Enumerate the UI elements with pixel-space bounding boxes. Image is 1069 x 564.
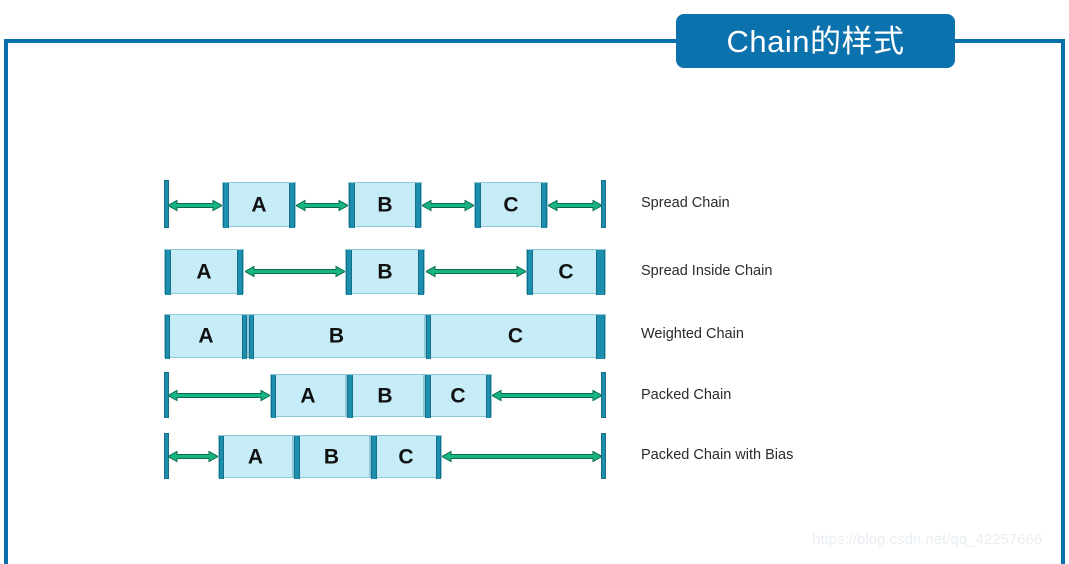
- row2-box-c-left-bar: [527, 250, 533, 295]
- row1-box-c-letter: C: [503, 193, 519, 216]
- row1-box-c: C: [474, 182, 548, 228]
- row2-box-a: A: [164, 249, 244, 295]
- row1-end-stop-right: [601, 180, 606, 228]
- row4-box-b-left-bar: [347, 375, 353, 418]
- row3-box-b-left-bar: [249, 315, 254, 359]
- row5-label: Packed Chain with Bias: [641, 447, 794, 463]
- row2-box-b-left-bar: [346, 250, 352, 295]
- row4-box-c-letter: C: [450, 384, 466, 407]
- row2-box-b: B: [345, 249, 425, 295]
- frame-left-border: [4, 39, 8, 564]
- row5-box-c-right-bar: [436, 436, 441, 479]
- row3-box-c: C: [425, 314, 606, 359]
- row5-box-c-left-bar: [371, 436, 377, 479]
- row1-arrow-4: [548, 199, 602, 212]
- row5-box-b-letter: B: [323, 445, 340, 468]
- row1-box-a-right-bar: [289, 183, 295, 228]
- row5-box-a-letter: A: [247, 445, 264, 468]
- row5-box-c: C: [370, 435, 442, 479]
- row1-box-a-letter: A: [251, 193, 267, 216]
- row1-box-b-left-bar: [349, 183, 355, 228]
- row4-box-a: A: [270, 374, 346, 418]
- slide-title-text: Chain的样式: [726, 23, 905, 59]
- row4-box-a-left-bar: [271, 375, 276, 418]
- row4-box-c-right-bar: [486, 375, 491, 418]
- row2-label: Spread Inside Chain: [641, 263, 773, 279]
- row1-box-b-letter: B: [377, 193, 393, 216]
- row1-end-stop-left: [164, 180, 169, 228]
- row2-box-a-left-bar: [165, 250, 171, 295]
- row3-box-c-right-bar: [596, 315, 605, 359]
- row5-box-c-letter: C: [398, 445, 414, 468]
- row3-box-b: B: [248, 314, 425, 359]
- row4-arrow-1: [168, 389, 270, 402]
- row5-box-a-left-bar: [219, 436, 224, 479]
- row3-box-a: A: [164, 314, 248, 359]
- row1-arrow-1: [168, 199, 222, 212]
- row3-box-c-left-bar: [426, 315, 431, 359]
- row4-box-c-left-bar: [425, 375, 431, 418]
- row3-label: Weighted Chain: [641, 326, 744, 342]
- row3-box-b-letter: B: [328, 324, 345, 348]
- row2-arrow-1: [245, 265, 345, 278]
- slide-title-box: Chain的样式: [676, 14, 955, 68]
- row5-box-b: B: [293, 435, 370, 479]
- row4-box-c: C: [424, 374, 492, 418]
- row2-box-a-letter: A: [196, 260, 212, 283]
- row3-box-a-letter: A: [198, 324, 214, 348]
- row2-box-a-right-bar: [237, 250, 243, 295]
- row3-box-a-left-bar: [165, 315, 170, 359]
- row4-box-a-letter: A: [300, 384, 316, 407]
- row3-box-a-right-bar: [242, 315, 247, 359]
- row2-box-b-letter: B: [377, 260, 393, 283]
- row2-arrow-2: [426, 265, 526, 278]
- row4-box-b-letter: B: [377, 384, 393, 407]
- row2-box-b-right-bar: [418, 250, 424, 295]
- row1-box-a-left-bar: [223, 183, 229, 228]
- row5-arrow-2: [442, 450, 602, 463]
- row1-box-b-right-bar: [415, 183, 421, 228]
- row1-arrow-2: [296, 199, 348, 212]
- row4-arrow-2: [492, 389, 602, 402]
- row4-label: Packed Chain: [641, 387, 732, 403]
- row1-box-b: B: [348, 182, 422, 228]
- frame-top-border: [4, 39, 1065, 43]
- row1-box-a: A: [222, 182, 296, 228]
- row5-box-b-left-bar: [294, 436, 300, 479]
- row5-arrow-1: [168, 450, 218, 463]
- row1-box-c-left-bar: [475, 183, 481, 228]
- watermark-text: https://blog.csdn.net/qq_42257666: [812, 531, 1043, 548]
- row3-box-c-letter: C: [507, 324, 524, 348]
- row1-arrow-3: [422, 199, 474, 212]
- row4-box-b: B: [346, 374, 424, 418]
- row1-label: Spread Chain: [641, 195, 730, 211]
- row1-box-c-right-bar: [541, 183, 547, 228]
- frame-right-border: [1061, 39, 1065, 564]
- row2-box-c-right-bar: [596, 250, 605, 295]
- row2-box-c: C: [526, 249, 606, 295]
- row2-box-c-letter: C: [558, 260, 574, 283]
- row5-box-a: A: [218, 435, 293, 479]
